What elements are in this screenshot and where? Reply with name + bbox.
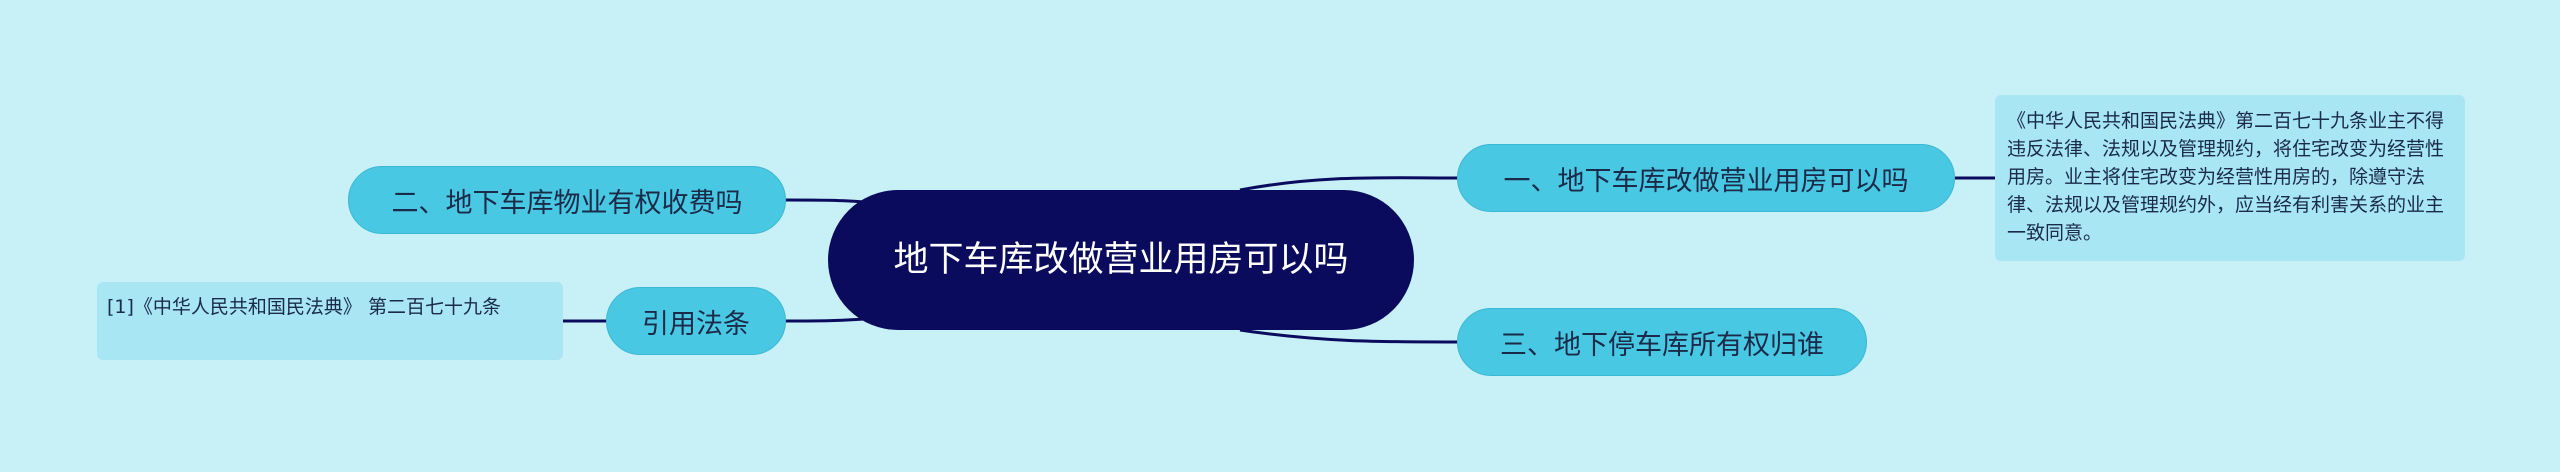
branch-topic-1-label: 一、地下车库改做营业用房可以吗	[1503, 165, 1909, 197]
note-citation-reference[interactable]: [1]《中华人民共和国民法典》 第二百七十九条	[97, 282, 563, 360]
branch-topic-3[interactable]: 三、地下停车库所有权归谁	[1457, 308, 1867, 376]
branch-topic-citations[interactable]: 引用法条	[606, 287, 786, 355]
branch-topic-1[interactable]: 一、地下车库改做营业用房可以吗	[1457, 144, 1955, 212]
central-topic[interactable]: 地下车库改做营业用房可以吗	[828, 190, 1414, 330]
note-citation-reference-text: [1]《中华人民共和国民法典》 第二百七十九条	[107, 296, 501, 318]
connector-center-to-branch-1	[1239, 176, 1458, 192]
branch-topic-3-label: 三、地下停车库所有权归谁	[1500, 329, 1824, 361]
branch-topic-citations-label: 引用法条	[642, 308, 750, 340]
branch-topic-2[interactable]: 二、地下车库物业有权收费吗	[348, 166, 786, 234]
central-topic-label: 地下车库改做营业用房可以吗	[893, 240, 1349, 280]
note-civil-code-article-279-text: 《中华人民共和国民法典》第二百七十九条业主不得违反法律、法规以及管理规约，将住宅…	[2007, 110, 2445, 244]
note-civil-code-article-279[interactable]: 《中华人民共和国民法典》第二百七十九条业主不得违反法律、法规以及管理规约，将住宅…	[1995, 95, 2465, 261]
branch-topic-2-label: 二、地下车库物业有权收费吗	[391, 187, 743, 219]
connector-center-to-branch-3	[1239, 328, 1458, 344]
